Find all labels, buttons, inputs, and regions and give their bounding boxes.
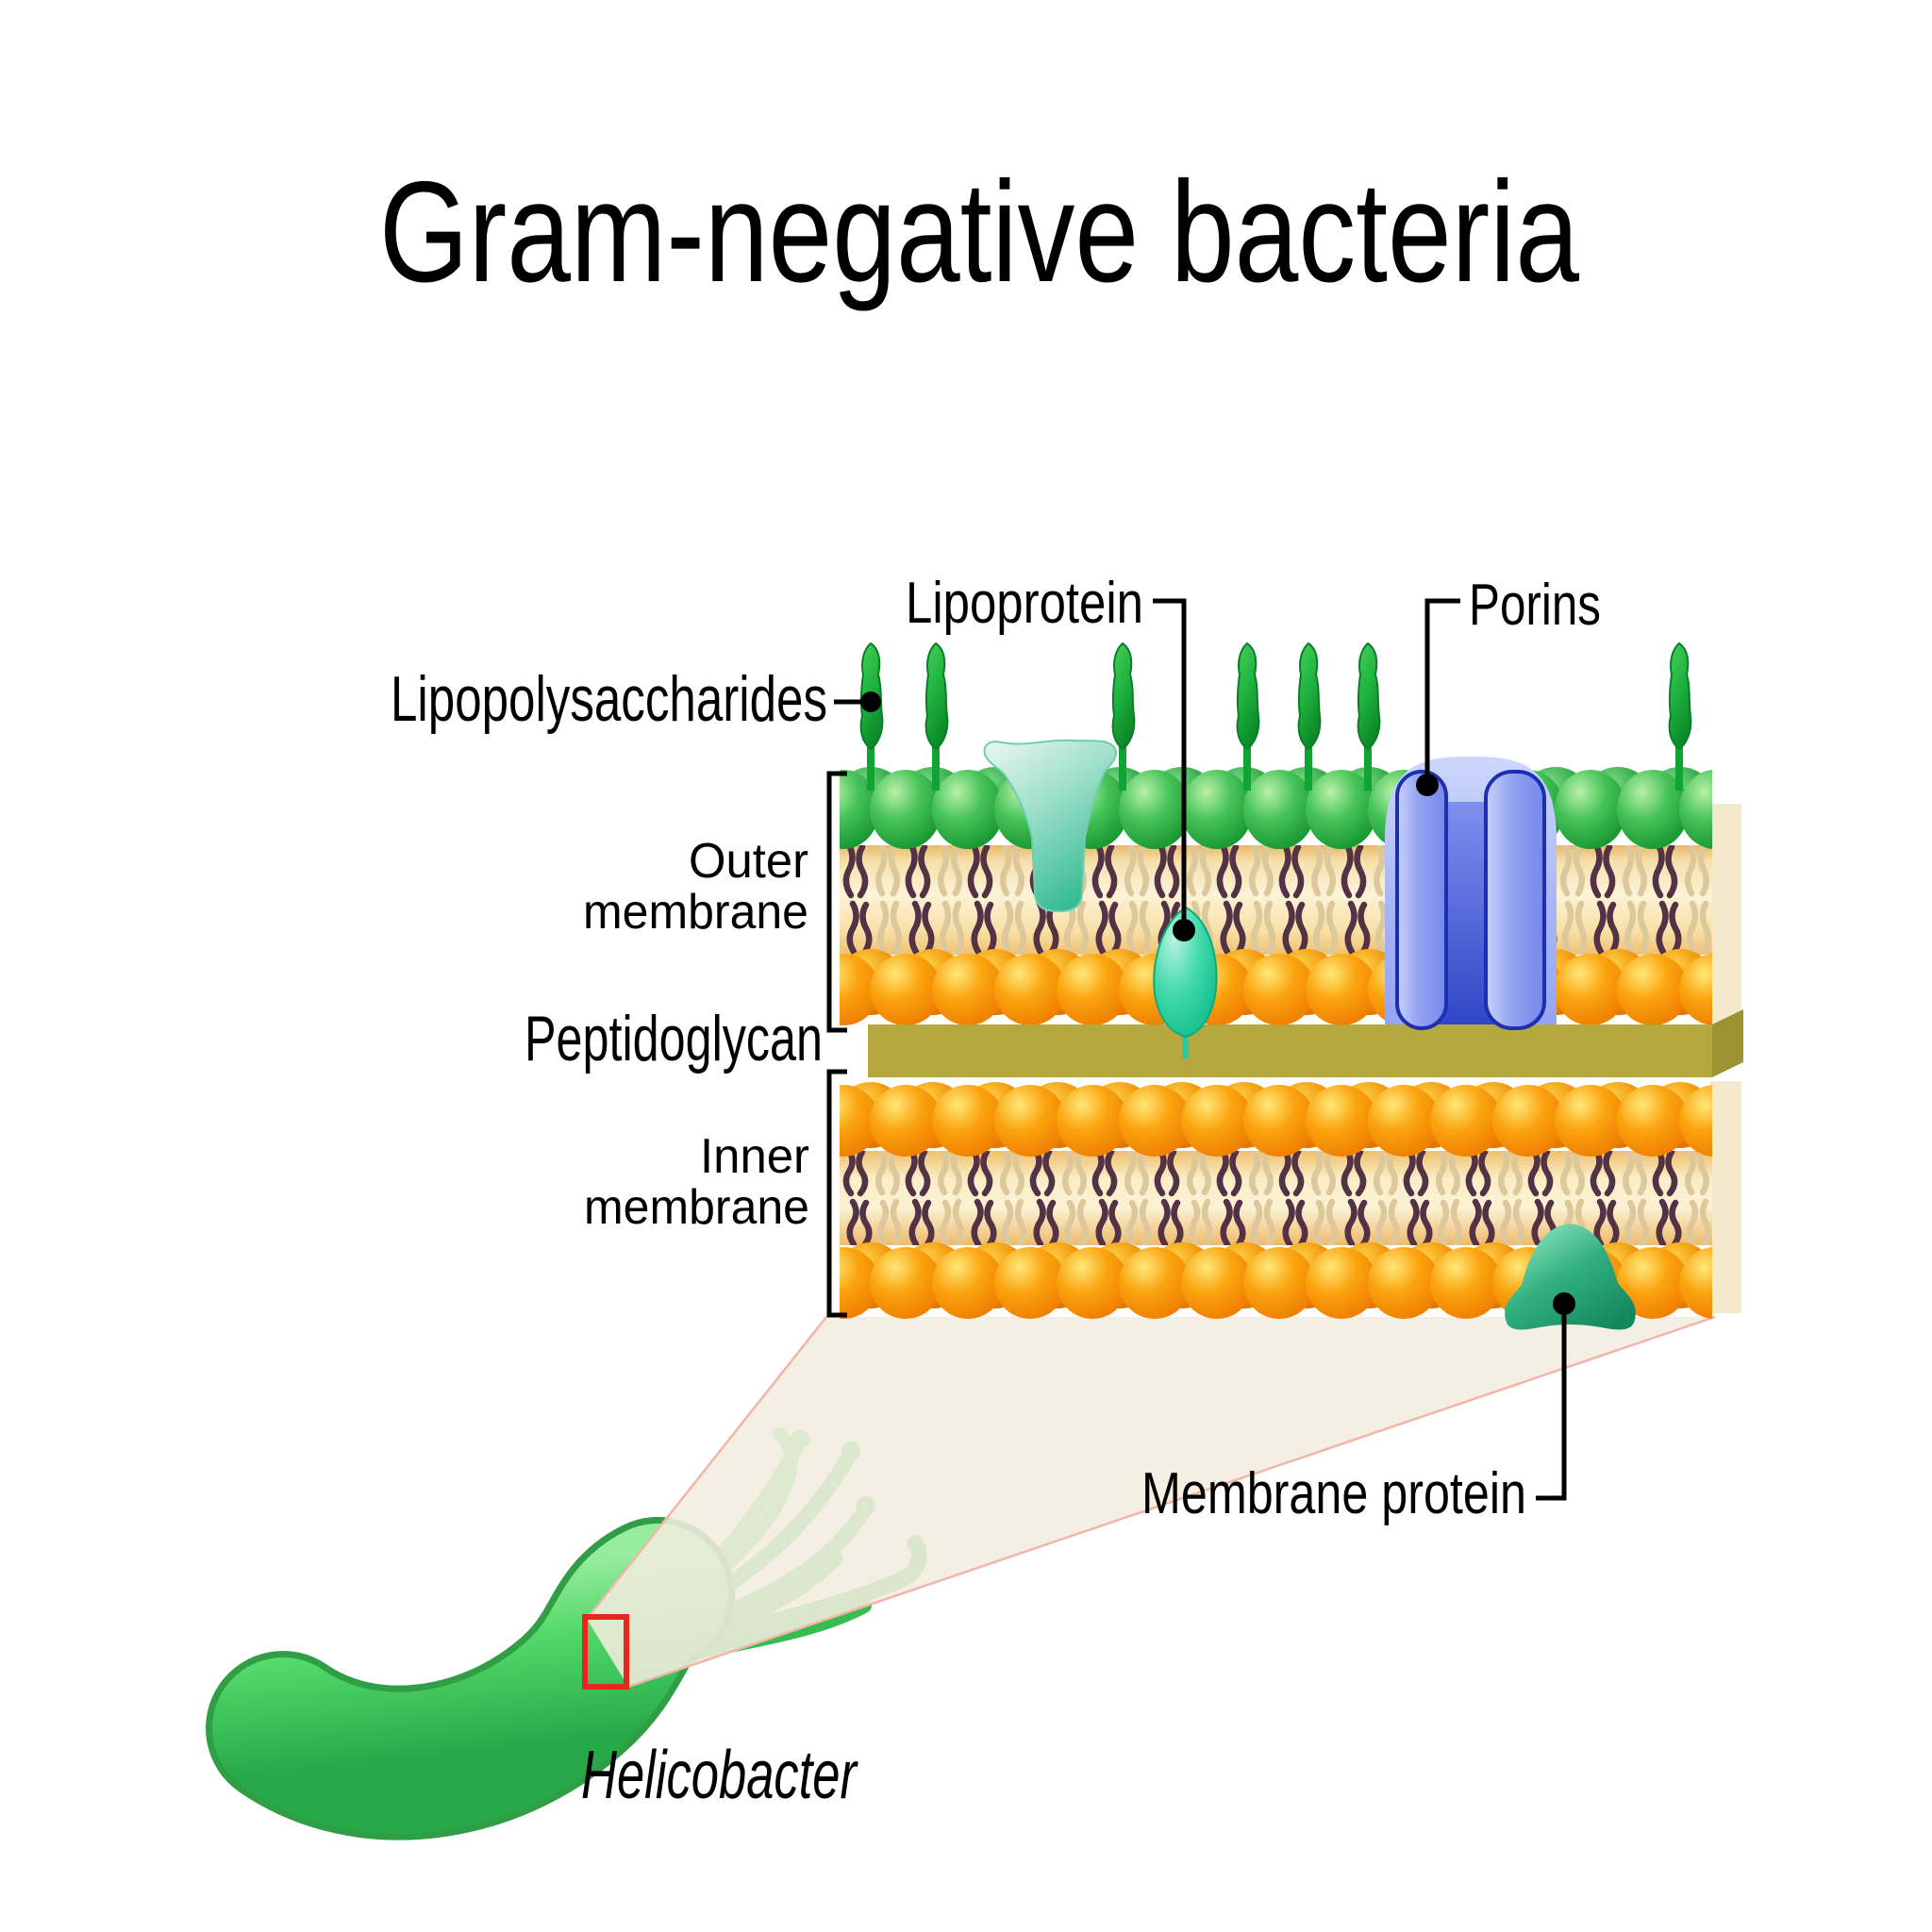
lipid-head	[1243, 1247, 1315, 1319]
label-inner-membrane-line1: Inner	[700, 1129, 809, 1184]
lipid-head	[1492, 1085, 1564, 1157]
lipid-head	[1181, 1247, 1253, 1319]
green-heads-front	[840, 770, 1712, 849]
lipid-head	[1679, 770, 1712, 849]
label-peptidoglycan: Peptidoglycan	[525, 1003, 823, 1074]
lipid-head	[1057, 1085, 1128, 1157]
lipid-head	[932, 770, 1004, 849]
outer-membrane-side-face	[1710, 804, 1741, 1024]
label-inner-membrane-line2: membrane	[584, 1180, 809, 1235]
lipid-head	[1679, 1247, 1712, 1319]
lipid-head	[1243, 1085, 1315, 1157]
lipid-head	[1243, 770, 1315, 849]
callout-annotations	[826, 598, 1575, 1501]
porins-callout-line	[1424, 598, 1460, 785]
lipid-head	[932, 954, 1004, 1025]
inner-membrane-side-face	[1710, 1081, 1741, 1313]
lipid-head	[1306, 1085, 1377, 1157]
organism-label: Helicobacter	[581, 1738, 858, 1813]
lipoprotein-callout-dot	[1173, 919, 1195, 941]
lipid-head	[1306, 770, 1377, 849]
callout-labels: Lipopolysaccharides Lipoprotein Porins O…	[391, 571, 1601, 1526]
lipid-head	[994, 1085, 1066, 1157]
label-porins: Porins	[1469, 573, 1601, 638]
porin-channel	[1385, 757, 1557, 1030]
label-membrane-protein: Membrane protein	[1141, 1461, 1526, 1526]
label-lipopolysaccharides: Lipopolysaccharides	[391, 663, 827, 735]
membrane-protein-callout-line	[1536, 1304, 1567, 1501]
membrane-protein-molecule	[1505, 1224, 1636, 1330]
lipid-head	[1368, 1247, 1440, 1319]
label-lipoprotein: Lipoprotein	[906, 571, 1143, 636]
orange-heads-inner-top-front	[840, 1085, 1712, 1157]
lipid-head	[932, 1085, 1004, 1157]
outer-membrane-bracket	[826, 771, 847, 1033]
lps-callout-dot	[860, 691, 881, 712]
zoom-region-marker	[582, 1614, 629, 1690]
lipid-head	[1617, 1247, 1689, 1319]
lipid-head	[1555, 770, 1626, 849]
lipid-head	[840, 954, 879, 1025]
lipid-head	[1181, 770, 1253, 849]
lipid-head	[1057, 954, 1128, 1025]
peptidoglycan-layer	[868, 1009, 1743, 1077]
outer-membrane-tails-hatch	[840, 845, 1712, 955]
label-outer-membrane-line1: Outer	[689, 834, 808, 889]
inner-membrane-bracket	[826, 1069, 847, 1318]
lipid-head	[994, 954, 1066, 1025]
lipid-head	[1555, 954, 1626, 1025]
page-title: Gram-negative bacteria	[379, 152, 1579, 312]
lipid-head	[870, 770, 941, 849]
lipid-head	[1430, 1247, 1502, 1319]
lipid-head	[1617, 1085, 1689, 1157]
lipid-head	[1430, 1085, 1502, 1157]
lipid-head	[870, 1085, 941, 1157]
lipoprotein-callout-line	[1153, 598, 1187, 930]
lipid-head	[1679, 1085, 1712, 1157]
lipid-head	[840, 1247, 879, 1319]
lipid-head	[1679, 954, 1712, 1025]
lipid-head	[994, 1247, 1066, 1319]
lipid-head	[1181, 1085, 1253, 1157]
lipid-head	[1617, 954, 1689, 1025]
lipid-head	[1119, 770, 1191, 849]
label-outer-membrane-line2: membrane	[583, 885, 808, 940]
lipid-head	[1306, 954, 1377, 1025]
lipid-head	[840, 1085, 879, 1157]
orange-heads-outer-front	[840, 954, 1712, 1025]
lipid-head	[1306, 1247, 1377, 1319]
lipid-head	[1555, 1085, 1626, 1157]
lipid-head	[1119, 1247, 1191, 1319]
lipid-head	[870, 1247, 941, 1319]
lipid-head	[932, 1247, 1004, 1319]
lipid-head	[1368, 1085, 1440, 1157]
lipoprotein-molecule	[1153, 906, 1218, 1058]
porins-callout-dot	[1416, 774, 1439, 796]
membrane-protein-callout-dot	[1553, 1292, 1575, 1315]
lipid-head	[870, 954, 941, 1025]
zoom-cone	[586, 1315, 1716, 1689]
lipid-head	[1243, 954, 1315, 1025]
lipid-head	[1119, 1085, 1191, 1157]
lipid-head	[1057, 1247, 1128, 1319]
lipid-head	[1617, 770, 1689, 849]
surface-funnel-protein	[983, 739, 1117, 913]
